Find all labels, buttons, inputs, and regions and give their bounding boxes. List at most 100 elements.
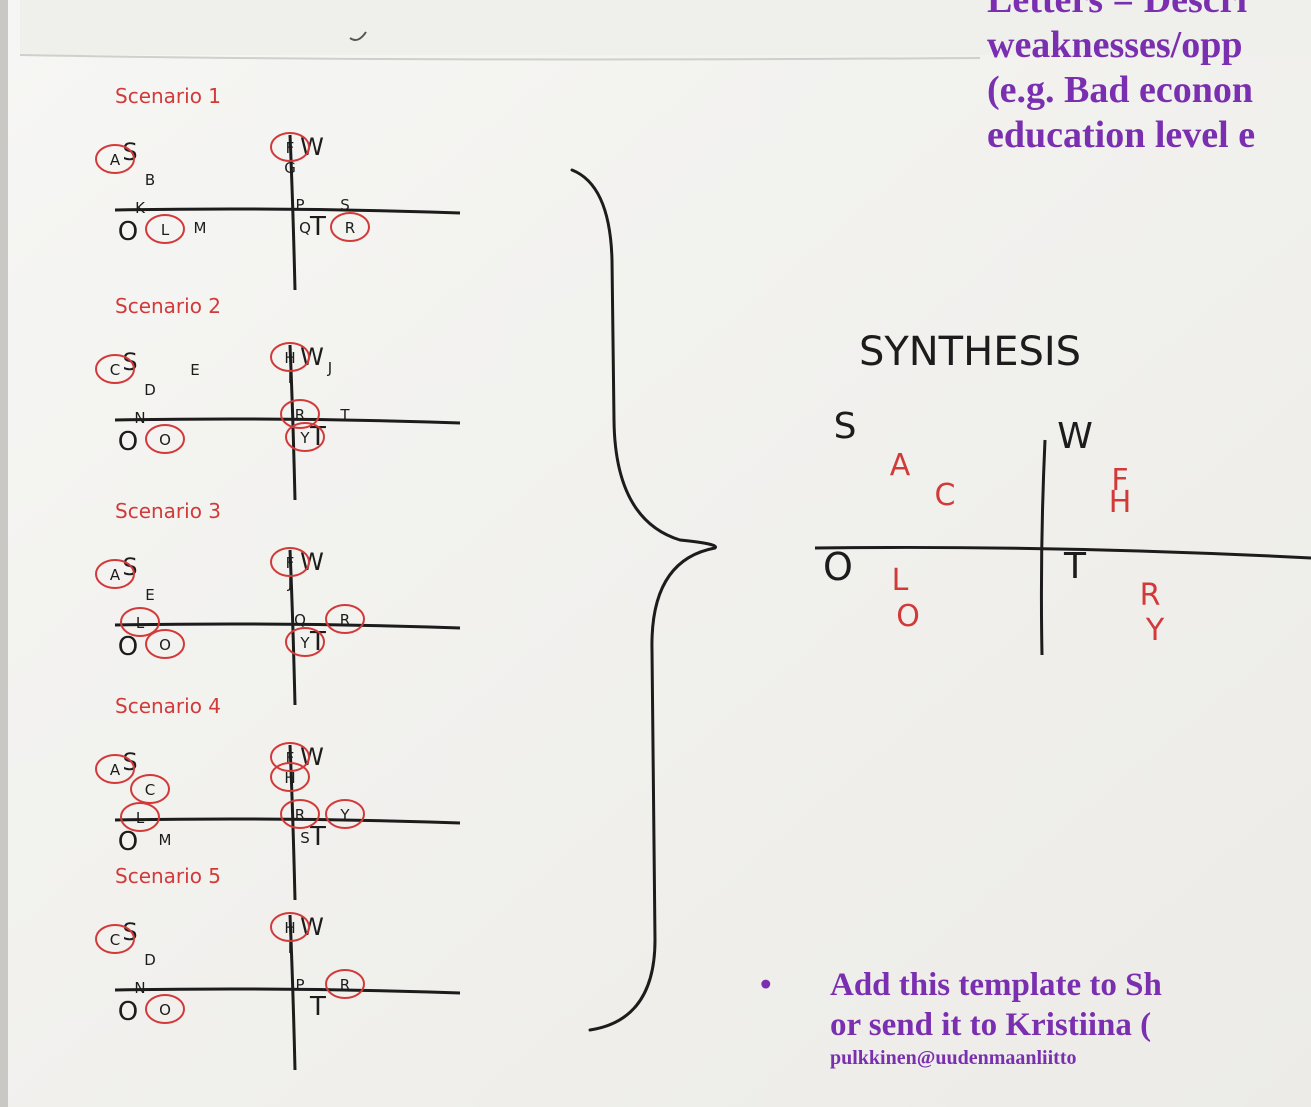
factor-letter: B	[145, 171, 155, 189]
quadrant-label-o: O	[118, 217, 138, 247]
circle-mark	[95, 354, 135, 384]
bullet-point: •	[760, 967, 772, 1003]
factor-letter: R	[295, 806, 305, 824]
circle-mark	[145, 994, 185, 1024]
circle-mark	[130, 774, 170, 804]
factor-letter: Q	[294, 611, 306, 629]
factor-letter: A	[110, 151, 121, 169]
quadrant-label-o: O	[118, 827, 138, 857]
factor-letter: Y	[339, 806, 350, 824]
circle-mark	[270, 762, 310, 792]
circle-mark	[145, 629, 185, 659]
quadrant-label-t: T	[309, 822, 326, 852]
factor-letter: T	[339, 406, 350, 424]
quadrant-label-o: O	[118, 632, 138, 662]
factor-letter: L	[161, 221, 170, 239]
caption-text: Add this template to Sh	[830, 967, 1162, 1003]
synthesis-vertical-axis	[1039, 439, 1047, 656]
quadrant-label-s: S	[122, 748, 137, 776]
caption-line: education level e	[987, 114, 1256, 156]
circle-mark	[325, 604, 365, 634]
synthesis-label-s: S	[834, 406, 857, 447]
factor-letter: D	[144, 381, 156, 399]
factor-letter: H	[284, 349, 295, 367]
horizontal-axis	[114, 417, 461, 425]
vertical-axis	[288, 549, 297, 706]
factor-letter: M	[159, 831, 172, 849]
quadrant-label-t: T	[309, 992, 326, 1022]
circle-mark	[120, 607, 160, 637]
circle-mark	[145, 214, 185, 244]
factor-letter: N	[134, 979, 145, 997]
factor-letter: M	[194, 219, 207, 237]
factor-letter: J	[287, 574, 292, 592]
factor-letter: E	[145, 586, 154, 604]
factor-letter: O	[159, 636, 171, 654]
circle-mark	[285, 627, 325, 657]
circle-mark	[145, 424, 185, 454]
caption-line: (e.g. Bad econon	[987, 69, 1253, 111]
circle-mark	[325, 969, 365, 999]
circle-mark	[280, 399, 320, 429]
vertical-axis	[288, 344, 297, 501]
factor-letter: A	[110, 761, 121, 779]
circle-mark	[95, 754, 135, 784]
circle-mark	[270, 547, 310, 577]
factor-letter: C	[145, 781, 155, 799]
horizontal-axis	[114, 622, 461, 630]
caption-line: Letters = Descri	[987, 0, 1248, 21]
factor-letter: I	[288, 939, 292, 957]
factor-letter: F	[286, 139, 295, 157]
factor-letter: E	[190, 361, 199, 379]
quadrant-label-s: S	[122, 918, 137, 946]
factor-letter: S	[300, 829, 310, 847]
paper-sheet	[8, 0, 1311, 1107]
synthesis-label-w: W	[1057, 416, 1093, 457]
synthesis-letter: A	[890, 448, 911, 483]
circle-mark	[270, 912, 310, 942]
horizontal-axis	[114, 987, 461, 995]
factor-letter: G	[284, 159, 296, 177]
scenario-title: Scenario 4	[115, 694, 221, 718]
scenario-title: Scenario 5	[115, 864, 221, 888]
synthesis-letter: L	[892, 563, 909, 598]
factor-letter: R	[295, 406, 305, 424]
factor-letter: C	[110, 361, 120, 379]
horizontal-axis	[114, 207, 461, 215]
synthesis-title: SYNTHESIS	[859, 329, 1081, 375]
factor-letter: C	[110, 931, 120, 949]
factor-letter: Y	[299, 429, 310, 447]
factor-letter: I	[288, 369, 292, 387]
factor-letter: P	[295, 976, 304, 994]
instruction-caption-top: Letters = Descri weaknesses/opp (e.g. Ba…	[987, 0, 1311, 158]
synthesis-letter: R	[1140, 578, 1161, 613]
synthesis-letter: Y	[1145, 613, 1165, 648]
horizontal-axis	[114, 817, 461, 825]
factor-letter: R	[345, 219, 355, 237]
circle-mark	[280, 799, 320, 829]
factor-letter: P	[295, 196, 304, 214]
synthesis-letter: C	[935, 478, 956, 513]
quadrant-label-s: S	[122, 138, 137, 166]
factor-letter: Y	[299, 634, 310, 652]
factor-letter: F	[286, 554, 295, 572]
circle-mark	[95, 559, 135, 589]
scenario-title: Scenario 1	[115, 84, 221, 108]
curly-brace	[570, 168, 718, 1032]
synthesis-label-o: O	[823, 545, 853, 589]
factor-letter: N	[134, 409, 145, 427]
instruction-caption-bottom: •Add this template to Sh or send it to K…	[760, 965, 1311, 1071]
factor-letter: H	[284, 919, 295, 937]
caption-line: weaknesses/opp	[987, 24, 1243, 66]
factor-letter: D	[144, 951, 156, 969]
circle-mark	[120, 802, 160, 832]
quadrant-label-s: S	[122, 553, 137, 581]
